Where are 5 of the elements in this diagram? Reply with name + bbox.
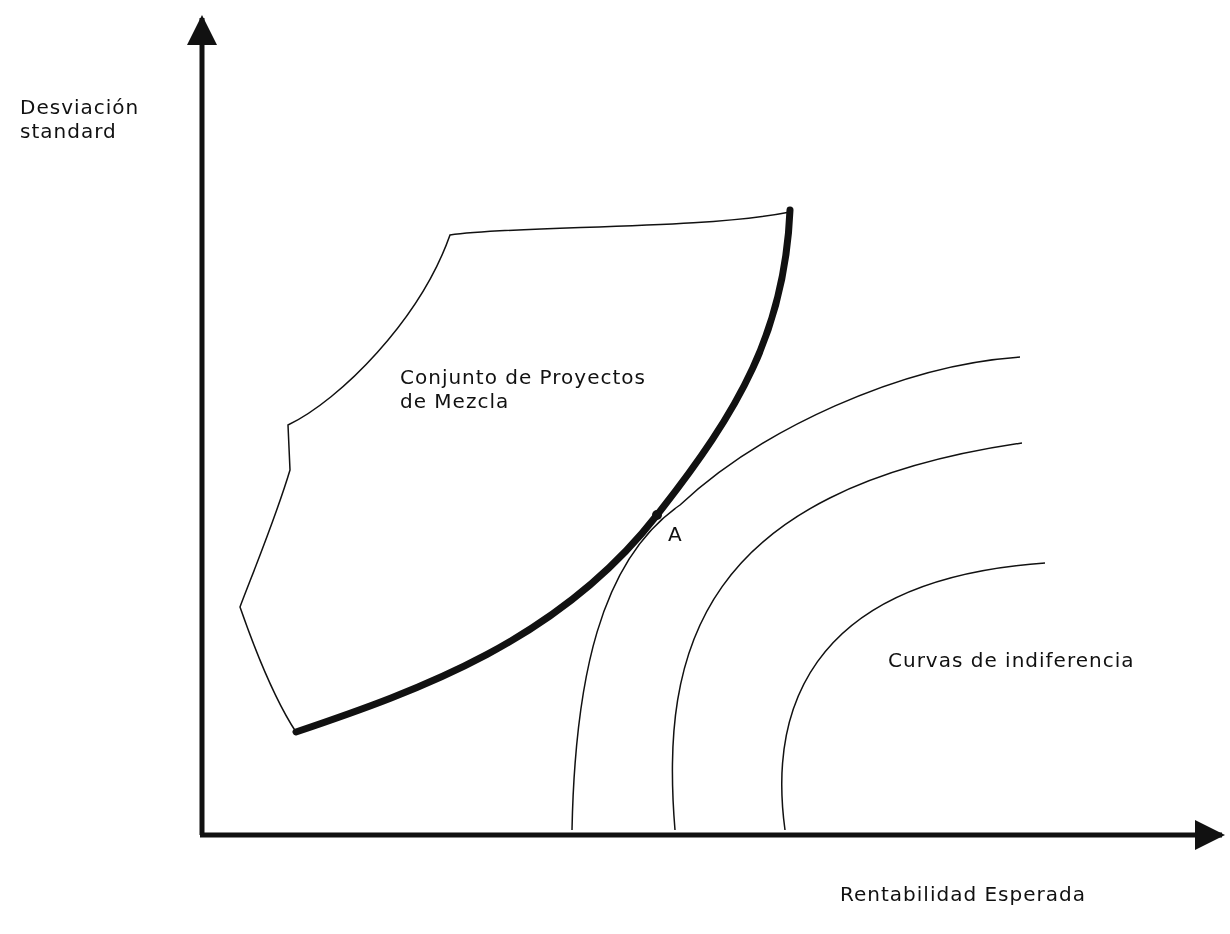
axis-title: Desviación standard	[20, 95, 141, 143]
curve-label: Curvas de indiferencia	[888, 648, 1135, 672]
point-label: A	[668, 522, 683, 546]
axis-title: Rentabilidad Esperada	[840, 882, 1086, 906]
region-label: Conjunto de Proyectos de Mezcla	[400, 365, 647, 413]
